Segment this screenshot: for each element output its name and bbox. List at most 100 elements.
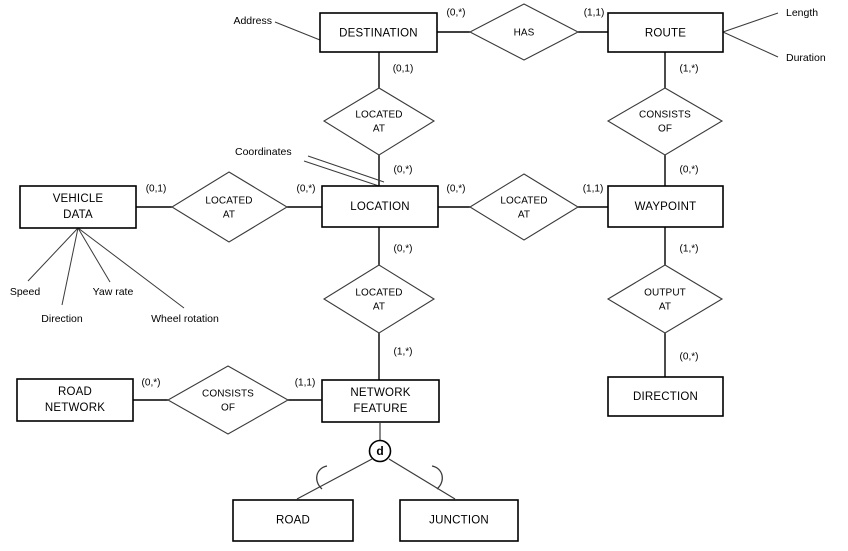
entity-road[interactable]: ROAD (232, 499, 354, 542)
entity-road-network-box[interactable] (16, 378, 134, 422)
attribute-speed-label: Speed (10, 286, 41, 298)
entity-waypoint-label: WAYPOINT (635, 201, 697, 213)
relationship-consists-of-route-label-2: OF (658, 124, 672, 135)
relationship-located-at-vehicle-label-2: AT (223, 210, 235, 221)
attribute-length-label: Length (786, 7, 818, 19)
cardinality-location-locatedat-down: (0,*) (394, 244, 413, 255)
cardinality-waypoint-outputat: (1,*) (680, 244, 699, 255)
relationship-consists-of-road-label-1: CONSISTS (202, 389, 254, 400)
attribute-direction-label: Direction (41, 313, 83, 325)
leader-coordinates-inner (307, 155, 385, 183)
relationship-located-at-vehicle-label-1: LOCATED (205, 196, 252, 207)
cardinality-route-has: (1,1) (584, 8, 605, 19)
specialization-marker-label: d (376, 444, 383, 458)
entity-road-label: ROAD (276, 515, 310, 527)
diamond-output-at[interactable] (606, 264, 724, 334)
attribute-address-label: Address (233, 15, 272, 27)
relationship-consists-of-road[interactable]: CONSISTS OF (166, 365, 290, 435)
entity-destination-box[interactable] (319, 12, 438, 53)
cardinality-networkfeature-consistsof: (1,1) (295, 378, 316, 389)
specialization-disjoint[interactable]: d (296, 422, 456, 500)
relationship-consists-of-road-label-2: OF (221, 403, 235, 414)
entity-location-label: LOCATION (350, 201, 410, 213)
relationship-located-at-destination[interactable]: LOCATED AT (322, 87, 436, 156)
relationship-located-at-network[interactable]: LOCATED AT (322, 264, 436, 334)
cardinality-location-locatedat-right: (0,*) (447, 184, 466, 195)
attribute-coordinates-label: Coordinates (235, 146, 292, 158)
entity-waypoint-box[interactable] (607, 185, 724, 228)
entity-location-box[interactable] (321, 185, 439, 228)
leader-duration (722, 31, 779, 58)
diamond-located-at-waypoint[interactable] (468, 173, 580, 241)
relationship-located-at-waypoint-label-2: AT (518, 210, 530, 221)
relationship-has-label: HAS (514, 28, 535, 39)
subset-arc-junction-icon (431, 465, 443, 490)
attribute-leader-lines (27, 12, 779, 309)
leader-address (274, 21, 321, 41)
relationship-located-at-waypoint[interactable]: LOCATED AT (468, 173, 580, 241)
relationship-output-at[interactable]: OUTPUT AT (606, 264, 724, 334)
relationship-located-at-vehicle[interactable]: LOCATED AT (170, 171, 289, 243)
entity-direction-label: DIRECTION (633, 391, 698, 403)
cardinality-destination-has: (0,*) (447, 8, 466, 19)
subset-arc-road-icon (316, 465, 328, 490)
cardinality-location-locatedat-left: (0,*) (297, 184, 316, 195)
diamond-consists-of-road[interactable] (166, 365, 290, 435)
entity-vehicle-data[interactable]: VEHICLE DATA (19, 185, 137, 229)
relationship-consists-of-route[interactable]: CONSISTS OF (606, 87, 724, 156)
entity-location[interactable]: LOCATION (321, 185, 439, 228)
entity-vehicle-data-label-2: DATA (63, 209, 93, 221)
entity-network-feature-box[interactable] (321, 379, 440, 423)
diamond-located-at-network[interactable] (322, 264, 436, 334)
attribute-labels: Address Length Duration Coordinates Spee… (10, 7, 826, 325)
leader-length (722, 12, 779, 33)
entity-route[interactable]: ROUTE (607, 12, 724, 53)
leader-direction (61, 227, 79, 306)
entity-route-label: ROUTE (645, 28, 686, 40)
entity-network-feature-label-1: NETWORK (350, 387, 410, 399)
relationship-located-at-destination-label-1: LOCATED (355, 110, 402, 121)
entity-vehicle-data-box[interactable] (19, 185, 137, 229)
attribute-yaw-rate-label: Yaw rate (93, 286, 134, 298)
cardinality-vehicledata-locatedat: (0,1) (146, 184, 167, 195)
relationship-has[interactable]: HAS (468, 3, 580, 61)
entity-direction[interactable]: DIRECTION (607, 376, 724, 417)
attribute-wheel-rotation-label: Wheel rotation (151, 313, 219, 325)
cardinality-waypoint-locatedat: (1,1) (583, 184, 604, 195)
entity-road-network-label-1: ROAD (58, 386, 92, 398)
attribute-duration-label: Duration (786, 52, 826, 64)
relationship-output-at-label-1: OUTPUT (644, 288, 686, 299)
relationship-located-at-destination-label-2: AT (373, 124, 385, 135)
relationship-output-at-label-2: AT (659, 302, 671, 313)
entity-road-network[interactable]: ROAD NETWORK (16, 378, 134, 422)
entity-vehicle-data-label-1: VEHICLE (53, 193, 104, 205)
entity-road-box[interactable] (232, 499, 354, 542)
entity-direction-box[interactable] (607, 376, 724, 417)
cardinality-direction-outputat: (0,*) (680, 352, 699, 363)
diamond-located-at-destination[interactable] (322, 87, 436, 156)
cardinality-location-locatedat-up: (0,*) (394, 165, 413, 176)
leader-yaw-rate (77, 227, 111, 283)
connector-lines (133, 31, 666, 401)
entity-network-feature-label-2: FEATURE (353, 403, 407, 415)
entity-destination[interactable]: DESTINATION (319, 12, 438, 53)
diamond-located-at-vehicle[interactable] (170, 171, 289, 243)
cardinality-route-consistsof: (1,*) (680, 64, 699, 75)
line-specialization-junction (388, 458, 456, 500)
cardinality-waypoint-consistsof: (0,*) (680, 165, 699, 176)
specialization-circle[interactable] (368, 439, 392, 463)
leader-coordinates-outer (303, 160, 380, 187)
entity-waypoint[interactable]: WAYPOINT (607, 185, 724, 228)
entity-route-box[interactable] (607, 12, 724, 53)
diamond-consists-of-route[interactable] (606, 87, 724, 156)
cardinality-labels: (0,*) (1,1) (0,1) (0,*) (1,*) (0,*) (0,1… (142, 8, 699, 389)
diamond-has[interactable] (468, 3, 580, 61)
entity-junction[interactable]: JUNCTION (399, 499, 519, 542)
relationship-located-at-network-label-2: AT (373, 302, 385, 313)
cardinality-networkfeature-locatedat: (1,*) (394, 347, 413, 358)
entity-junction-box[interactable] (399, 499, 519, 542)
leader-speed (27, 227, 79, 282)
entity-network-feature[interactable]: NETWORK FEATURE (321, 379, 440, 423)
